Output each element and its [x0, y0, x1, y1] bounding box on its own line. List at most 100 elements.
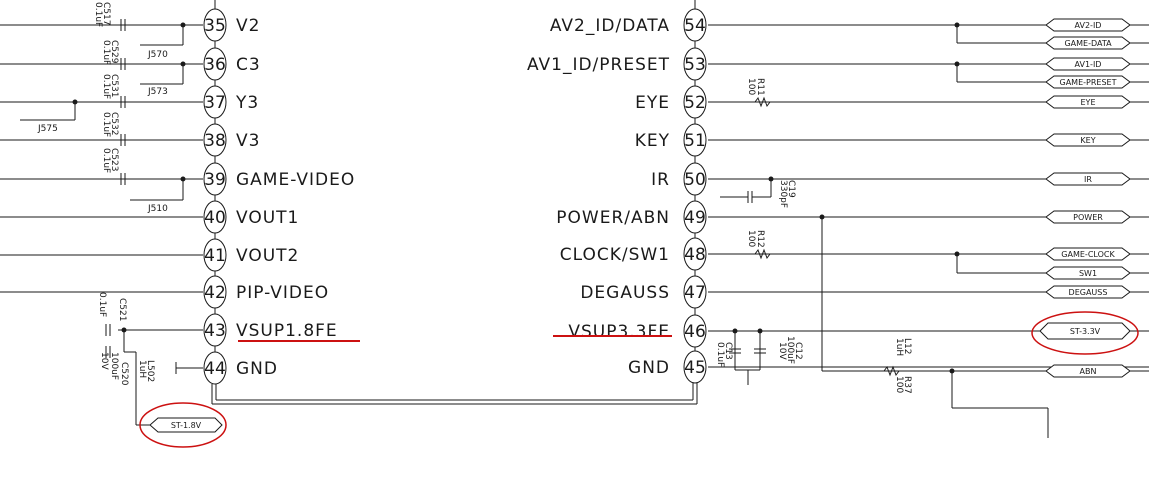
inductor-label: 1uH [894, 338, 904, 356]
pin-label: POWER/ABN [556, 208, 670, 228]
chip-body-outline [211, 382, 698, 405]
signal-flag: GAME-CLOCK [1045, 247, 1131, 261]
cap-label: 0.1uF [97, 292, 107, 317]
flag-label: EYE [1081, 98, 1096, 107]
pin-label: DEGAUSS [580, 283, 670, 303]
pin-circle [683, 85, 707, 119]
cap-label: C521 [117, 298, 127, 321]
flag-label: DEGAUSS [1069, 288, 1108, 297]
cap-label: 0.1uF [101, 148, 111, 173]
pin-circle [683, 350, 707, 384]
pin-number: 38 [204, 131, 226, 151]
inductor-label: L12 [902, 338, 912, 354]
signal-flag: IR [1045, 172, 1131, 186]
flag-label: IR [1084, 175, 1092, 184]
pin-number: 36 [204, 55, 226, 75]
pin-circle [683, 237, 707, 271]
pin-number: 49 [684, 208, 706, 228]
cap-label: 10V [777, 342, 787, 360]
signal-flag: KEY [1045, 133, 1131, 147]
pin-circle [203, 162, 227, 196]
pin-label: VSUP3.3FE [568, 322, 670, 342]
pin-circle [203, 200, 227, 234]
flag-label: SW1 [1079, 269, 1097, 278]
cap-label: 0.1uF [101, 112, 111, 137]
signal-flag: ST-3.3V [1039, 322, 1131, 340]
pin-number: 37 [204, 93, 226, 113]
left-pin-43: 43 VSUP1.8FE [203, 313, 338, 347]
pin-circle [683, 200, 707, 234]
pin-circle [683, 8, 707, 42]
pin-number: 41 [204, 246, 226, 266]
pin-label: EYE [635, 93, 670, 113]
resistor-label: 100 [894, 376, 904, 393]
flag-label: AV2-ID [1075, 21, 1102, 30]
flag-label: GAME-PRESET [1060, 78, 1117, 87]
resistor-label: R37 [902, 376, 912, 394]
cap-label: C529 [109, 40, 119, 64]
cap-label: C523 [109, 148, 119, 171]
pin-label: VSUP1.8FE [236, 321, 338, 341]
cap-label: C532 [109, 112, 119, 135]
pin-circle [203, 351, 227, 385]
resistor-label: 100 [746, 230, 756, 247]
left-pin-39: 39 GAME-VIDEO [203, 162, 355, 196]
pin-circle [203, 123, 227, 157]
cap-label: C12 [793, 342, 803, 360]
pin-number: 44 [204, 359, 226, 379]
pin-circle [203, 238, 227, 272]
pin-number: 45 [684, 358, 706, 378]
right-pin-column: 54AV2_ID/DATA53AV1_ID/PRESET52EYE51KEY50… [527, 0, 707, 384]
flag-label: AV1-ID [1075, 60, 1102, 69]
pin-label: GAME-VIDEO [236, 170, 355, 190]
jumper-label: J510 [147, 204, 168, 214]
pin-circle [683, 47, 707, 81]
pin-label: PIP-VIDEO [236, 283, 329, 303]
pin-circle [683, 123, 707, 157]
pin-number: 42 [204, 283, 226, 303]
cap-label: 100uF [109, 352, 119, 380]
cap-label: C19 [786, 180, 796, 198]
cap-label: 330pF [778, 180, 788, 208]
pin-label: V2 [236, 16, 260, 36]
signal-flag: GAME-PRESET [1045, 75, 1131, 89]
pin-number: 39 [204, 170, 226, 190]
pin-circle [203, 313, 227, 347]
pin-number: 40 [204, 208, 226, 228]
left-supply-area: C521 0.1uF C520 100uF 10V L502 1uH [97, 292, 194, 426]
pin-number: 51 [684, 131, 706, 151]
jumper-label: J573 [147, 87, 168, 97]
signal-flag: AV2-ID [1045, 18, 1131, 32]
signal-flag: POWER [1045, 210, 1131, 224]
pin-circle [203, 47, 227, 81]
st-1-8v-flag: ST-1.8V [139, 402, 227, 448]
left-signal-wires [0, 24, 203, 369]
left-pin-42: 42 PIP-VIDEO [203, 275, 329, 309]
flag-label: ST-3.3V [1070, 327, 1101, 336]
signal-flag: AV1-ID [1045, 57, 1131, 71]
pin-circle [203, 85, 227, 119]
flag-label: GAME-CLOCK [1061, 250, 1115, 259]
pin-number: 50 [684, 170, 706, 190]
pin-number: 43 [204, 321, 226, 341]
resistor-label: R11 [755, 78, 765, 96]
signal-flag: EYE [1045, 95, 1131, 109]
pin-label: VOUT1 [236, 208, 299, 228]
pin-label: AV2_ID/DATA [550, 16, 670, 36]
right-pin-49: 49 POWER/ABN [556, 200, 707, 234]
pin-circle [203, 8, 227, 42]
